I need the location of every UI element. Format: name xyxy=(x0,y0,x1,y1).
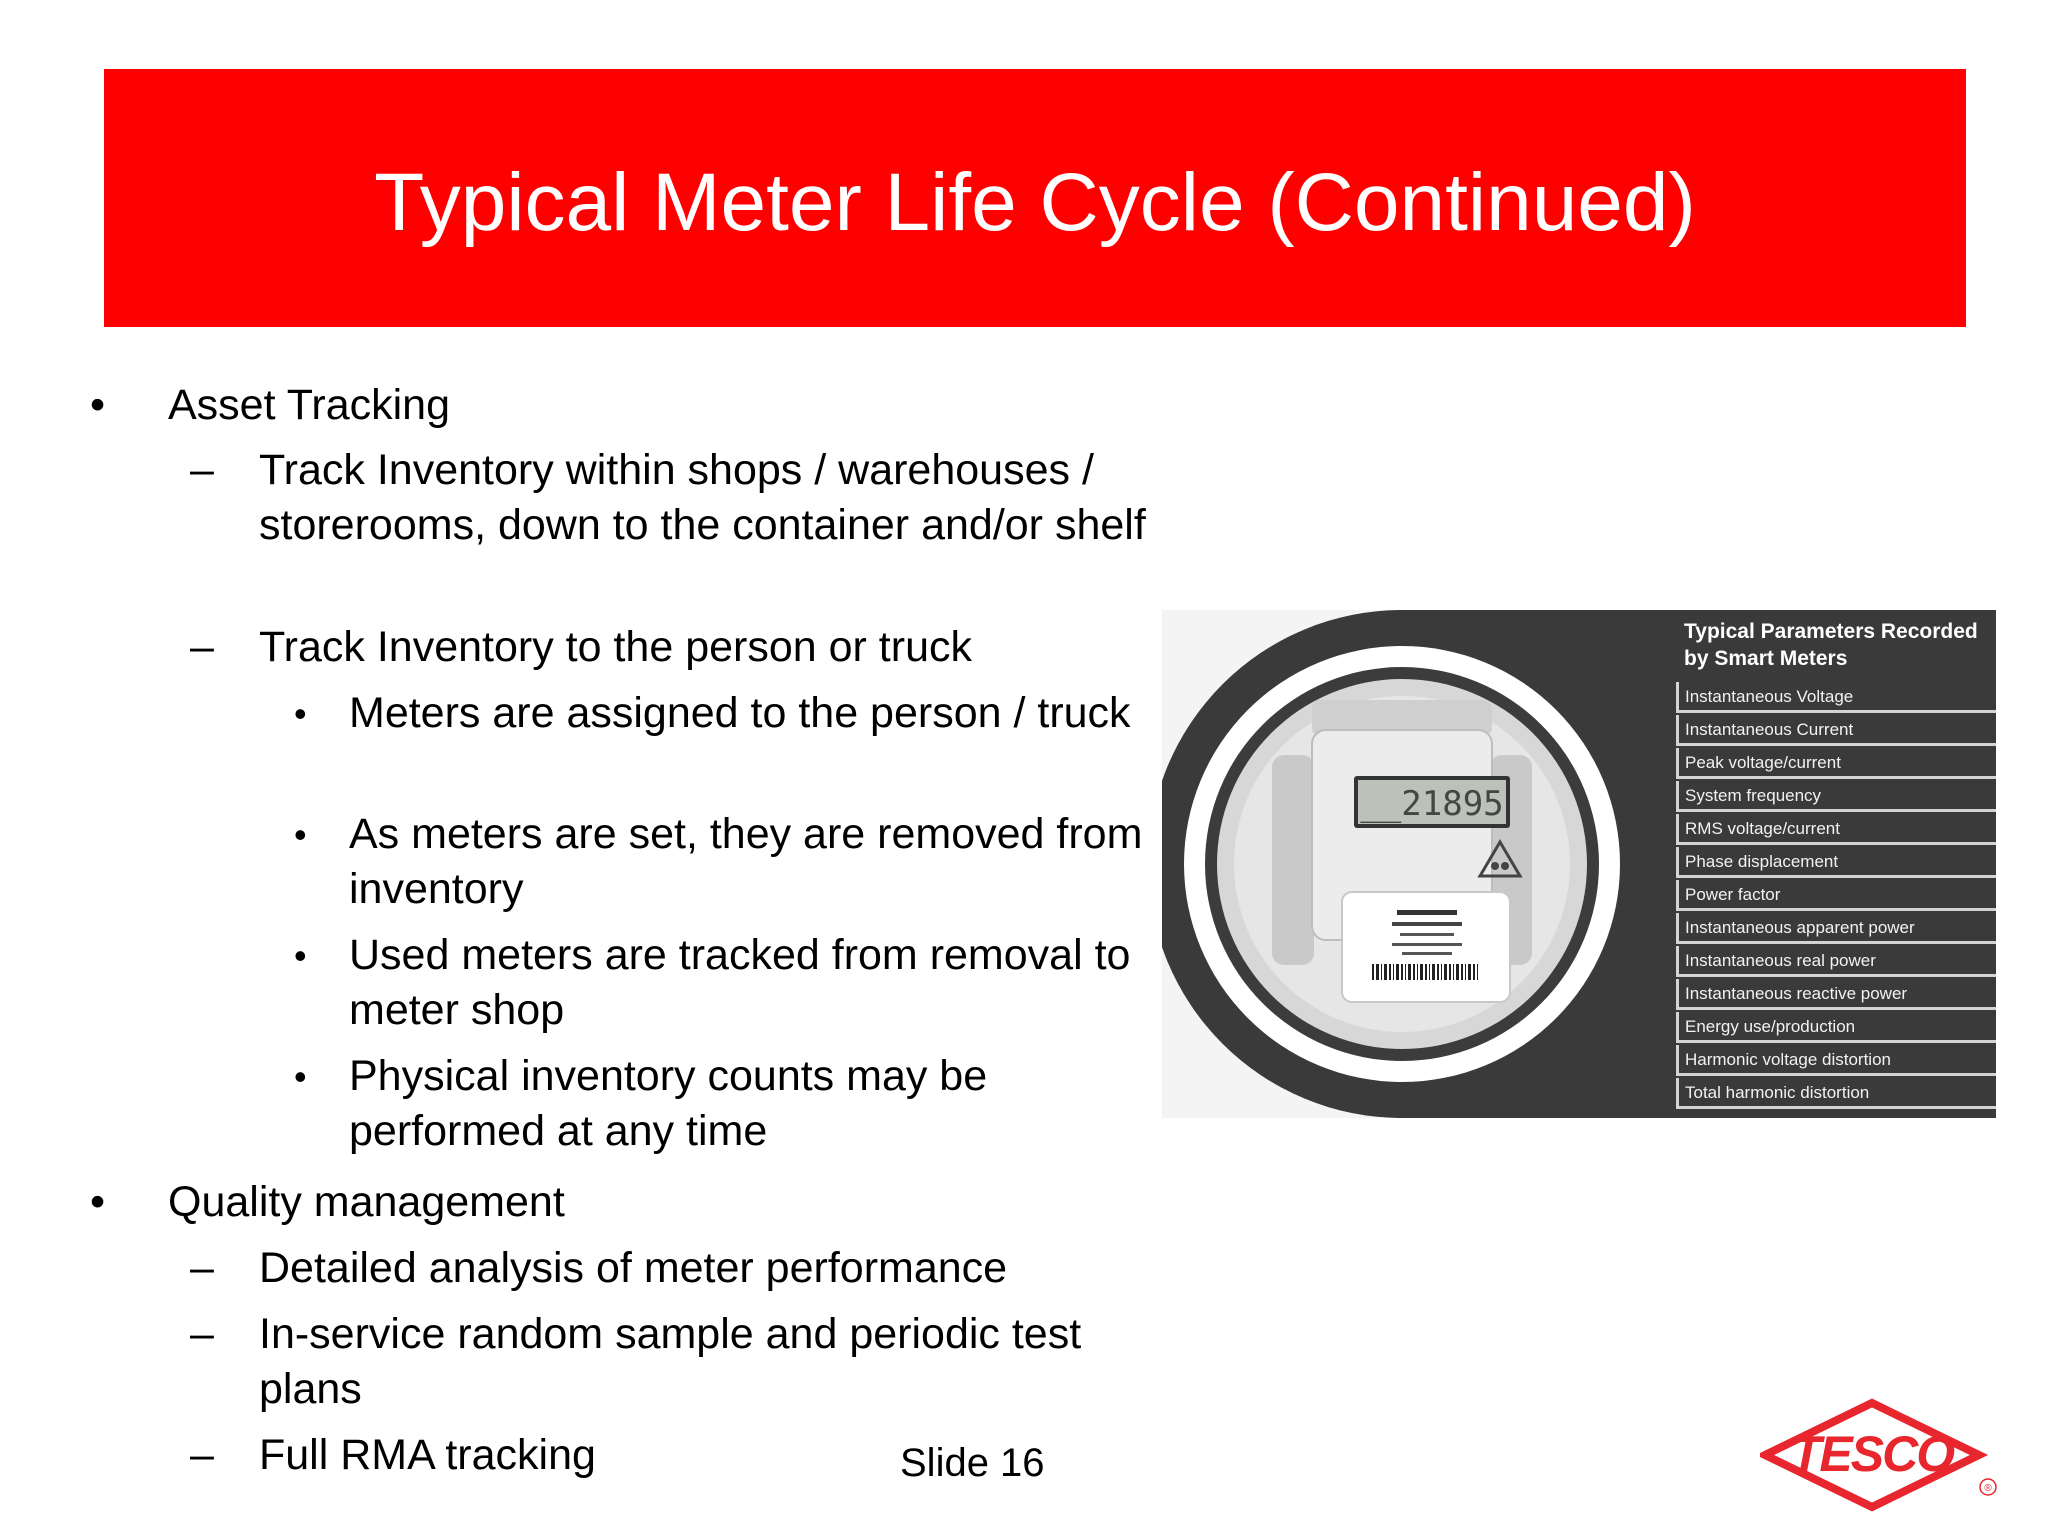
lcd-display xyxy=(1358,780,1506,824)
slide-number: Slide 16 xyxy=(900,1441,1045,1485)
bullet-level2: Track Inventory within shops / warehouse… xyxy=(259,446,1146,549)
parameter-item: Instantaneous Voltage xyxy=(1676,682,1996,713)
dash-marker: – xyxy=(190,446,214,494)
dash-marker: – xyxy=(190,1310,214,1358)
registered-mark: ® xyxy=(1984,1483,1992,1494)
bullet-marker: • xyxy=(294,935,307,976)
bullet-outline: • Asset Tracking – Track Inventory withi… xyxy=(90,381,1146,1479)
parameter-item: Total harmonic distortion xyxy=(1676,1078,1996,1109)
parameter-item: Instantaneous Current xyxy=(1676,715,1996,746)
parameter-item: Instantaneous reactive power xyxy=(1676,979,1996,1010)
nameplate-label xyxy=(1341,891,1511,1003)
bullet-level2: Full RMA tracking xyxy=(259,1431,596,1479)
dash-marker: – xyxy=(190,623,214,671)
bullet-level3: Physical inventory counts may be perform… xyxy=(349,1052,988,1155)
title-banner: Typical Meter Life Cycle (Continued) xyxy=(104,69,1966,327)
bullet-level3: Used meters are tracked from removal to … xyxy=(349,931,1131,1034)
warning-triangle-icon xyxy=(1477,839,1523,878)
lcd-reading: __21895 xyxy=(1360,784,1503,824)
parameters-list: Typical Parameters Recorded by Smart Met… xyxy=(1670,618,1996,1109)
nameplate-line xyxy=(1392,922,1462,926)
smart-meter-illustration: __21895 xyxy=(1162,610,1996,1118)
logo-diamond xyxy=(1760,1398,1989,1512)
nameplate-line xyxy=(1397,910,1457,915)
bullet-level1: Asset Tracking xyxy=(168,381,450,429)
bullet-level2: Detailed analysis of meter performance xyxy=(259,1244,1008,1292)
warning-dot-icon xyxy=(1491,862,1499,870)
nameplate-line xyxy=(1402,952,1452,955)
meter-side-clip xyxy=(1272,755,1314,965)
meter-top-housing xyxy=(1312,700,1492,736)
parameter-item: Harmonic voltage distortion xyxy=(1676,1045,1996,1076)
bullet-marker: • xyxy=(90,1178,106,1226)
parameter-item: Power factor xyxy=(1676,880,1996,911)
bullet-level2: In-service random sample and periodic te… xyxy=(259,1310,1082,1413)
bullet-marker: • xyxy=(294,1056,307,1097)
parameters-heading: Typical Parameters Recorded xyxy=(1684,620,1978,643)
parameters-heading: by Smart Meters xyxy=(1684,647,1848,670)
parameter-item: RMS voltage/current xyxy=(1676,814,1996,845)
parameter-item: Instantaneous real power xyxy=(1676,946,1996,977)
bullet-level1: Quality management xyxy=(168,1178,565,1226)
slide-title: Typical Meter Life Cycle (Continued) xyxy=(374,157,1696,248)
bullet-level2: Track Inventory to the person or truck xyxy=(259,623,972,671)
bullet-marker: • xyxy=(90,381,106,429)
bullet-level3: As meters are set, they are removed from… xyxy=(349,810,1143,913)
logo-wordmark: TESCO xyxy=(1791,1426,1955,1482)
bullet-marker: • xyxy=(294,814,307,855)
registered-mark-circle xyxy=(1979,1478,1997,1496)
parameter-item: Energy use/production xyxy=(1676,1012,1996,1043)
parameter-item: Peak voltage/current xyxy=(1676,748,1996,779)
parameter-item: System frequency xyxy=(1676,781,1996,812)
nameplate-line xyxy=(1392,943,1462,946)
dash-marker: – xyxy=(190,1244,214,1292)
bullet-marker: • xyxy=(294,693,307,734)
barcode-icon xyxy=(1372,964,1478,980)
nameplate-line xyxy=(1400,933,1454,936)
parameter-item: Instantaneous apparent power xyxy=(1676,913,1996,944)
bullet-level3: Meters are assigned to the person / truc… xyxy=(349,689,1131,737)
warning-dot-icon xyxy=(1501,862,1509,870)
parameter-item: Phase displacement xyxy=(1676,847,1996,878)
tesco-logo: TESCO ® xyxy=(1760,1398,1997,1512)
dash-marker: – xyxy=(190,1431,214,1479)
